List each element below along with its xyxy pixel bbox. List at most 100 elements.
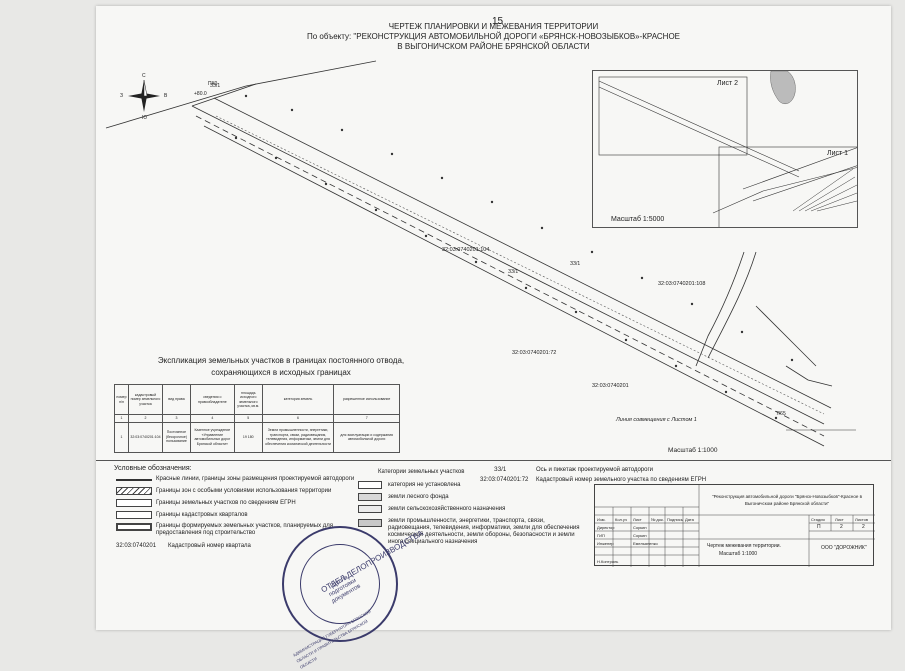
road-plan	[105, 60, 856, 447]
cat-agri: земли сельскохозяйственного назначения	[388, 506, 506, 512]
col-date: Дата	[685, 517, 694, 522]
idx-cell: 4	[189, 414, 235, 423]
norm-role: Н.Контроль	[597, 559, 619, 564]
parcel-108-label: 32:03:0740201:108	[658, 281, 706, 287]
legend: Условные обозначения: Красные линии, гра…	[96, 460, 891, 568]
director-role: Директор	[597, 525, 615, 530]
engineer-role: Инженер	[597, 541, 614, 546]
inset-scale: Масштаб 1:5000	[611, 216, 665, 223]
hdr-cell: категория земель	[261, 384, 335, 415]
sheet-value: 2	[840, 524, 843, 530]
hdr-cell: разрешенное использование	[333, 384, 400, 415]
drawing-name: Чертеж межевания территории.	[707, 543, 781, 549]
sheet-header: Лист	[835, 517, 844, 522]
cat-forest: земли лесного фонда	[388, 494, 449, 500]
explication-table: номер п/п кадастровый номер земельного у…	[114, 384, 400, 453]
stage-value: П	[817, 524, 821, 530]
hdr-cell: вид права	[161, 384, 191, 415]
inset-sheet-2-label: Лист 2	[717, 80, 739, 87]
drawing-sheet: 15 ЧЕРТЕЖ ПЛАНИРОВКИ И МЕЖЕВАНИЯ ТЕРРИТО…	[96, 6, 891, 670]
data-cell: Казенное учреждение «Управление автомоби…	[189, 421, 235, 453]
compass-north: С	[142, 73, 146, 79]
gip-role: ГИП	[597, 533, 605, 538]
stage-header: Стадия	[811, 517, 825, 522]
match-line-label: Линия совмещения с Листом 1	[616, 417, 697, 423]
data-cell: для эксплуатации и содержания автомобиль…	[333, 421, 400, 453]
idx-cell: 2	[127, 414, 163, 423]
sheets-value: 2	[862, 524, 865, 530]
director-name: Соркин	[633, 525, 647, 530]
formed-parcels-swatch	[116, 523, 152, 531]
compass-rose-icon	[124, 76, 164, 116]
office-stamp: ОТДЕЛ ДЕЛОПРОИЗВОДСТВА Группа подготовки…	[282, 526, 425, 670]
cat-forest-swatch	[358, 493, 382, 501]
cat-agri-swatch	[358, 505, 382, 513]
explication-title-2: сохраняющихся в исходных границах	[211, 368, 351, 377]
quarter-label: 32:03:0740201	[592, 383, 629, 389]
quarter-swatch	[116, 511, 152, 519]
col-doc: № док.	[651, 517, 664, 522]
title-line-1: ЧЕРТЕЖ ПЛАНИРОВКИ И МЕЖЕВАНИЯ ТЕРРИТОРИИ	[388, 22, 599, 31]
hdr-cell: номер п/п	[114, 384, 129, 415]
data-cell: 19 180	[233, 421, 263, 453]
special-zones-swatch	[116, 487, 152, 495]
idx-cell: 7	[333, 414, 400, 423]
inset-sheet-1-label: Лист 1	[827, 150, 849, 157]
data-cell: 32:03:0740201:104	[127, 421, 163, 453]
explication-index-row: 1 2 3 4 5 6 7	[114, 414, 400, 423]
legend-egrn-parcels: Границы земельных участков по сведениям …	[156, 500, 296, 506]
categories-title: Категории земельных участков	[378, 469, 465, 475]
title-line-3: В ВЫГОНИЧСКОМ РАЙОНЕ БРЯНСКОЙ ОБЛАСТИ	[397, 42, 590, 51]
col-kol: Кол.уч	[615, 517, 627, 522]
data-cell: Земли промышленности, энергетики, трансп…	[261, 421, 335, 453]
hdr-cell: сведения о правообладателе	[189, 384, 235, 415]
col-sign: Подпись	[667, 517, 683, 522]
compass-east: В	[164, 93, 168, 99]
red-lines-swatch	[116, 479, 152, 481]
idx-cell: 3	[161, 414, 191, 423]
cat-industry-swatch	[358, 519, 382, 527]
parcel-label: Кадастровый номер земельного участка по …	[536, 477, 707, 483]
pk-label-zz: ЗЗ/1	[210, 83, 221, 89]
engineer-name: Емельяненко	[633, 541, 658, 546]
gip-name: Соркин	[633, 533, 647, 538]
cat-not-set: категория не установлена	[388, 482, 461, 488]
page-number: 15	[492, 16, 504, 27]
compass-west: З	[120, 93, 124, 99]
idx-cell: 6	[261, 414, 335, 423]
parcel-104-label: 32:03:0740201:104	[442, 247, 490, 253]
explication-header-row: номер п/п кадастровый номер земельного у…	[114, 384, 400, 415]
pk-label-end: 7/65	[776, 411, 786, 417]
cat-not-set-swatch	[358, 481, 382, 489]
axis-label: Ось и пикетаж проектируемой автодороги	[536, 467, 654, 473]
compass-south: Ю	[142, 115, 148, 121]
explication-data-row: 1 32:03:0740201:104 Постоянное (бессрочн…	[114, 421, 400, 453]
axis-code: ЗЗ/1	[494, 467, 507, 473]
parcel-72-label: 32:03:0740201:72	[512, 350, 557, 356]
title-block: "Реконструкция автомобильной дороги "Бря…	[594, 484, 875, 567]
title-project: "Реконструкция автомобильной дороги "Бря…	[711, 494, 862, 506]
legend-quarter-label: Кадастровый номер квартала	[168, 543, 251, 549]
overview-inset: Лист 2 Лист 1 Масштаб 1:5000	[592, 70, 858, 228]
legend-quarter-code: 32:03:0740201	[116, 543, 157, 549]
explication-title-1: Экспликация земельных участков в граница…	[157, 356, 405, 365]
legend-red-lines: Красные линии, границы зоны размещения п…	[156, 476, 355, 482]
idx-cell: 1	[114, 414, 129, 423]
title-line-2: По объекту: "РЕКОНСТРУКЦИЯ АВТОМОБИЛЬНОЙ…	[307, 32, 680, 41]
pk-label-0: ПК0	[208, 81, 218, 87]
parcel-code: 32:03:0740201:72	[480, 477, 529, 483]
hdr-cell: кадастровый номер земельного участка	[127, 384, 163, 415]
legend-title: Условные обозначения:	[114, 465, 192, 472]
hdr-cell: площадь исходного земельного участка, кв…	[233, 384, 263, 415]
cat-industry: земли промышленности, энергетики, трансп…	[388, 518, 580, 545]
idx-cell: 5	[233, 414, 263, 423]
sheets-header: Листов	[855, 517, 868, 522]
plan-scale: Масштаб 1:1000	[668, 447, 718, 454]
org-name: ООО "ДОРОЖНИК"	[821, 545, 867, 551]
drawing-scale: Масштаб 1:1000	[719, 551, 758, 557]
col-list: Лист	[633, 517, 642, 522]
egrn-swatch	[116, 499, 152, 507]
legend-formed-parcels: Границы формируемых земельных участков, …	[156, 523, 334, 536]
col-izm: Изм.	[597, 517, 606, 522]
data-cell: Постоянное (бессрочное) пользование	[161, 421, 191, 453]
